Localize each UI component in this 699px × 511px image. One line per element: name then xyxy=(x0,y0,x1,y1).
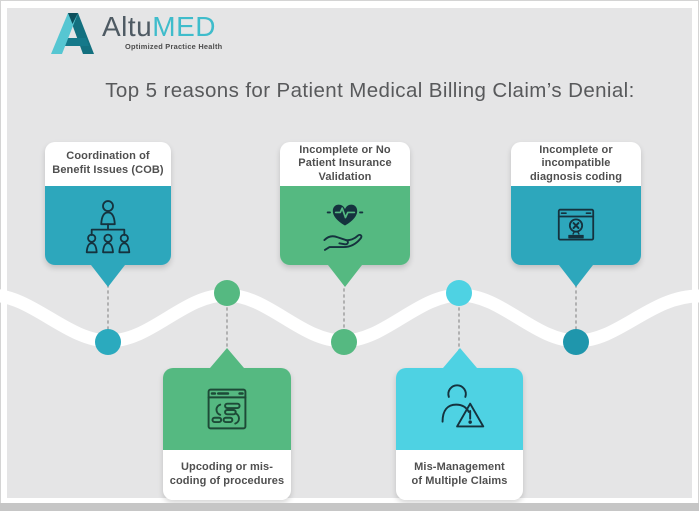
card-label-panel: Incomplete or incompatible diagnosis cod… xyxy=(511,142,641,186)
card-label-panel: Coordination of Benefit Issues (COB) xyxy=(45,142,171,186)
org-chart-people-icon xyxy=(85,199,131,253)
card-label: Coordination of Benefit Issues (COB) xyxy=(52,150,164,176)
card-label: Incomplete or incompatible diagnosis cod… xyxy=(529,143,623,183)
page-title: Top 5 reasons for Patient Medical Billin… xyxy=(105,79,635,102)
hand-holding-heart-icon xyxy=(323,204,364,251)
code-window-icon xyxy=(207,388,247,430)
card-label-panel: Mis-Management of Multiple Claims xyxy=(396,450,523,500)
card-label: Upcoding or mis- coding of procedures xyxy=(169,461,285,487)
error-window-icon xyxy=(557,208,595,240)
brand-part2: MED xyxy=(152,11,216,42)
card-icon-panel xyxy=(511,186,641,265)
brand-part1: Altu xyxy=(102,11,153,42)
card-icon-panel xyxy=(163,368,291,450)
logo-text-block: AltuMED Optimized Practice Health xyxy=(102,12,223,52)
card-label-panel: Incomplete or No Patient Insurance Valid… xyxy=(280,142,410,186)
card-label-panel: Upcoding or mis- coding of procedures xyxy=(163,450,291,500)
altumed-a-logo-icon xyxy=(51,13,94,54)
altumed-logo: AltuMED Optimized Practice Health xyxy=(48,12,222,54)
card-insurance-validation: Incomplete or No Patient Insurance Valid… xyxy=(280,142,410,287)
card-icon-panel xyxy=(396,368,523,450)
card-label: Incomplete or No Patient Insurance Valid… xyxy=(298,143,392,183)
card-icon-panel xyxy=(280,186,410,265)
card-coordination-of-benefit: Coordination of Benefit Issues (COB) xyxy=(45,142,171,287)
card-label: Mis-Management of Multiple Claims xyxy=(411,461,508,487)
bottom-border-strip xyxy=(0,503,699,511)
brand-name: AltuMED xyxy=(102,12,222,42)
person-warning-icon xyxy=(441,384,484,428)
card-icon-panel xyxy=(45,186,171,265)
card-upcoding-miscoding: Upcoding or mis- coding of procedures xyxy=(163,348,291,500)
card-diagnosis-coding: Incomplete or incompatible diagnosis cod… xyxy=(511,142,641,287)
card-mismanagement-claims: Mis-Management of Multiple Claims xyxy=(396,348,523,500)
brand-tagline: Optimized Practice Health xyxy=(125,42,223,51)
